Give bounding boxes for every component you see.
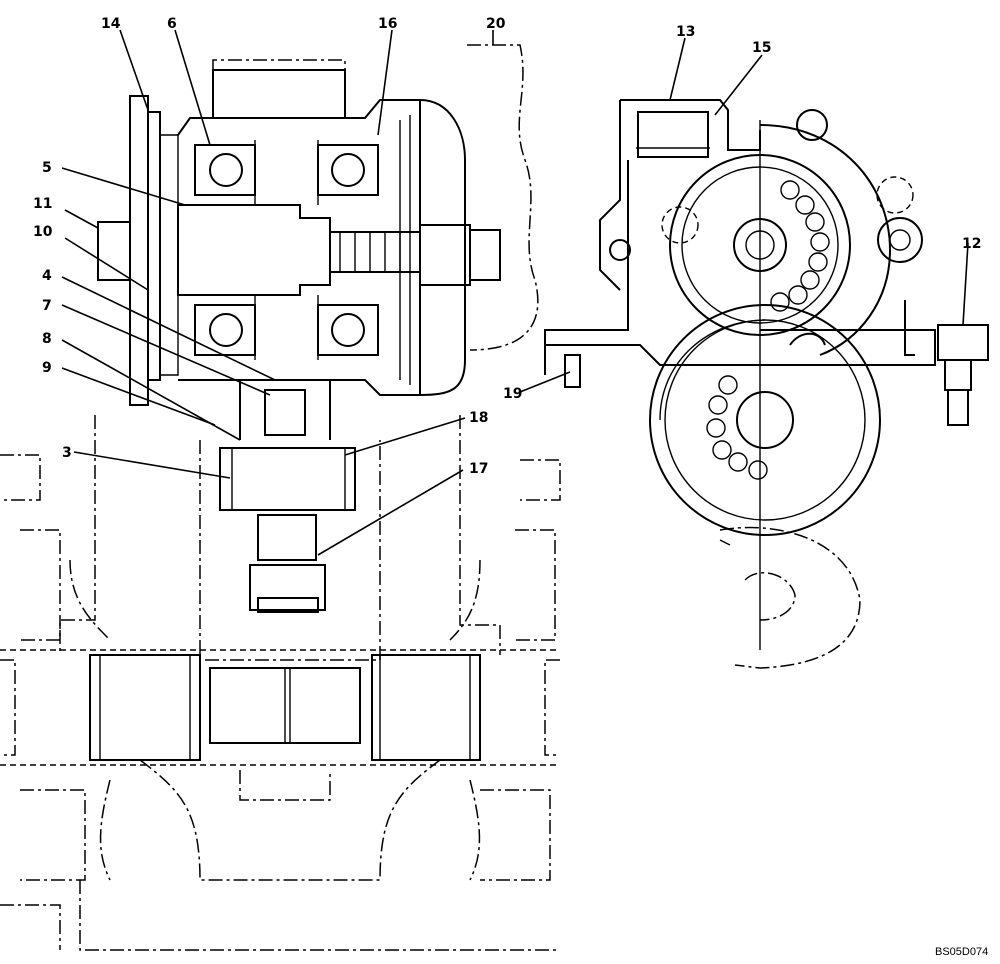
callout-10: 10 (33, 224, 53, 240)
callout-16: 16 (378, 16, 397, 32)
callout-20: 20 (486, 16, 506, 32)
callout-17: 17 (469, 461, 488, 477)
drawing-code: BS05D074 (935, 946, 988, 958)
callout-18: 18 (469, 410, 488, 426)
callout-5: 5 (42, 160, 52, 176)
left-section-drawing (0, 44, 561, 951)
callout-8: 8 (42, 331, 52, 347)
callout-6: 6 (167, 16, 177, 32)
callout-12: 12 (962, 236, 981, 252)
callout-14: 14 (101, 16, 121, 32)
callout-15: 15 (752, 40, 771, 56)
callout-labels: 14 6 16 20 13 15 5 11 10 4 7 8 9 3 18 17… (33, 16, 981, 477)
callout-13: 13 (676, 24, 695, 40)
callout-3: 3 (62, 445, 72, 461)
callout-9: 9 (42, 360, 52, 376)
leader-lines (61, 29, 969, 556)
callout-11: 11 (33, 196, 52, 212)
callout-4: 4 (42, 268, 52, 284)
right-section-drawing (544, 99, 989, 669)
callout-7: 7 (42, 298, 52, 314)
callout-19: 19 (503, 386, 522, 402)
